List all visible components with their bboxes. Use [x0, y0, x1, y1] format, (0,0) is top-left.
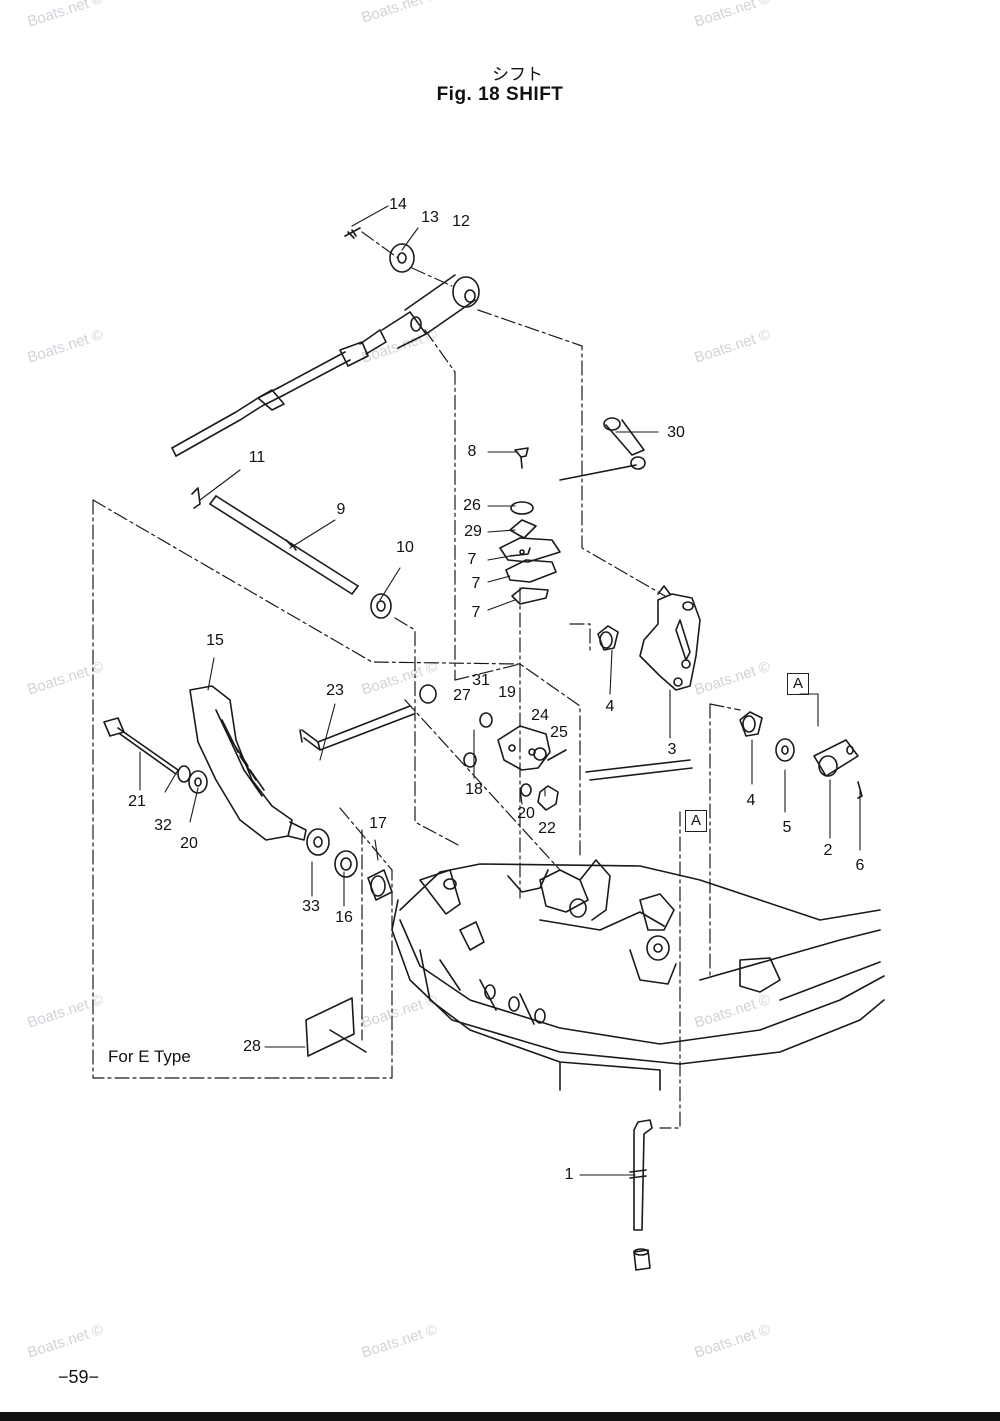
type-note: For E Type — [108, 1047, 191, 1066]
plate-stack-7 — [499, 447, 561, 605]
callout-22: 22 — [538, 820, 556, 837]
label-plate-28 — [305, 997, 367, 1057]
callout-33: 33 — [302, 898, 320, 915]
callout-4a: 4 — [605, 698, 615, 715]
callout-29: 29 — [464, 523, 482, 540]
callout-31: 31 — [472, 672, 490, 689]
callout-20b: 20 — [180, 835, 198, 852]
callout-4b: 4 — [746, 792, 756, 809]
reference-marker-a: A — [787, 673, 809, 695]
callout-21: 21 — [128, 793, 146, 810]
callout-8: 8 — [467, 443, 477, 460]
callout-30: 30 — [667, 424, 685, 441]
callout-6: 6 — [855, 857, 865, 874]
callout-10: 10 — [396, 539, 414, 556]
callout-12: 12 — [452, 213, 470, 230]
callout-7c: 7 — [471, 604, 481, 621]
callout-28: 28 — [243, 1038, 261, 1055]
callout-23: 23 — [326, 682, 344, 699]
callout-11: 11 — [248, 449, 266, 466]
callout-19: 19 — [498, 684, 516, 701]
cable-assembly — [171, 227, 480, 457]
callout-5: 5 — [782, 819, 792, 836]
callout-18: 18 — [465, 781, 483, 798]
callout-7a: 7 — [467, 551, 477, 568]
callout-25: 25 — [550, 724, 568, 741]
callout-16: 16 — [335, 909, 353, 926]
callout-27: 27 — [453, 687, 471, 704]
pin-assembly — [775, 738, 863, 799]
callout-32: 32 — [154, 817, 172, 834]
knob-lever-30 — [559, 417, 646, 481]
bolt-21 — [103, 717, 208, 794]
callout-13: 13 — [421, 209, 439, 226]
callout-9: 9 — [336, 501, 346, 518]
callout-7b: 7 — [471, 575, 481, 592]
leader-lines — [139, 205, 861, 1176]
bracket-15 — [189, 685, 307, 841]
callout-24: 24 — [531, 707, 549, 724]
lower-cowling — [391, 759, 885, 1091]
callout-2: 2 — [823, 842, 833, 859]
reference-marker-a: A — [685, 810, 707, 832]
spacer-stack — [306, 828, 393, 901]
callout-1: 1 — [564, 1166, 574, 1183]
shift-lever-3 — [639, 585, 701, 691]
callout-14: 14 — [389, 196, 407, 213]
figure-title-japanese: シフト — [492, 65, 543, 85]
figure-title: Fig. 18 SHIFT — [436, 84, 564, 105]
assembly-lines — [92, 231, 741, 1129]
callout-26: 26 — [463, 497, 481, 514]
shift-rod-1 — [629, 1119, 653, 1271]
bottom-rule — [0, 1412, 1000, 1421]
callout-20a: 20 — [517, 805, 535, 822]
callout-17: 17 — [369, 815, 387, 832]
bushing-4 — [597, 625, 763, 737]
page-number: −59− — [58, 1367, 100, 1387]
callout-15: 15 — [206, 632, 224, 649]
linkage-23 — [299, 684, 567, 811]
shift-rod-9 — [191, 487, 392, 619]
callout-3: 3 — [667, 741, 677, 758]
